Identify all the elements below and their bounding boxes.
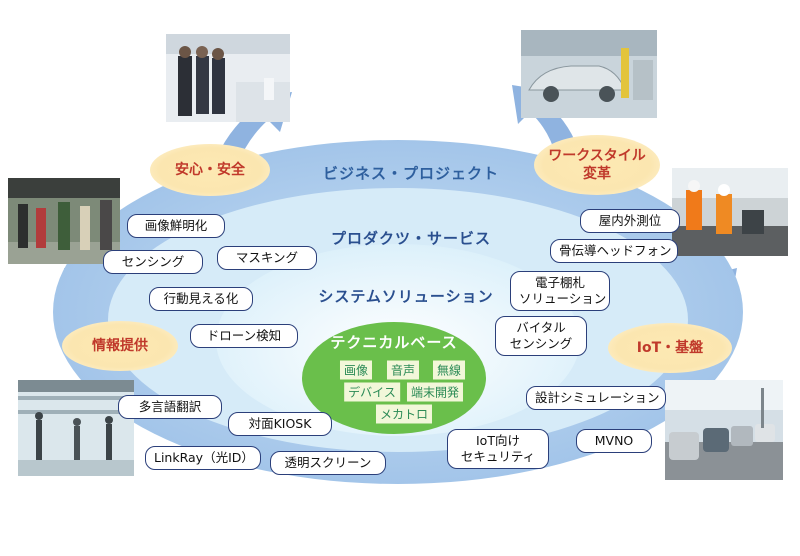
traffic-jam-photo xyxy=(665,380,783,480)
pill-drone-detection: ドローン検知 xyxy=(190,324,298,348)
road-workers-photo xyxy=(672,168,788,256)
core-item: 音声 xyxy=(386,360,420,380)
pill-vital-line1: バイタル xyxy=(516,320,566,335)
ring-products-label: プロダクツ・サービス xyxy=(330,229,492,248)
pill-masking: マスキング xyxy=(217,246,317,270)
pill-multilingual-translation: 多言語翻訳 xyxy=(118,395,222,419)
pill-mvno: MVNO xyxy=(576,429,652,453)
value-info-cloud: 情報提供 xyxy=(62,321,178,371)
pill-behavior-visualization: 行動見える化 xyxy=(149,287,253,311)
pill-transparent-screen: 透明スクリーン xyxy=(270,451,386,475)
value-safety-cloud: 安心・安全 xyxy=(150,144,270,196)
pill-iot-sec-line1: IoT向け xyxy=(476,433,520,448)
pill-esl-line2: ソリューション xyxy=(519,291,607,306)
pill-sensing: センシング xyxy=(103,250,203,274)
core-title: テクニカルベース xyxy=(330,333,458,352)
station-crowd-photo xyxy=(8,178,120,264)
airport-silhouettes-photo xyxy=(18,380,134,476)
ring-business-label: ビジネス・プロジェクト xyxy=(322,164,500,183)
car-factory-photo xyxy=(521,30,657,118)
pill-iot-sec-line2: セキュリティ xyxy=(460,449,536,464)
value-workstyle-label-line1: ワークスタイル xyxy=(548,148,646,164)
business-people-photo xyxy=(166,34,290,122)
pill-iot-security: IoT向け セキュリティ xyxy=(447,429,549,469)
core-item: 無線 xyxy=(432,360,466,380)
pill-vital-line2: センシング xyxy=(509,336,573,351)
core-item: 画像 xyxy=(339,360,373,380)
value-workstyle-label-line2: 変革 xyxy=(583,166,611,182)
core-item: メカトロ xyxy=(375,404,433,424)
pill-linkray: LinkRay（光ID） xyxy=(145,446,261,470)
core-item: 端末開発 xyxy=(406,382,464,402)
pill-design-simulation: 設計シミュレーション xyxy=(526,386,666,410)
value-safety-label: 安心・安全 xyxy=(175,162,245,178)
value-workstyle-cloud: ワークスタイル 変革 xyxy=(534,135,660,195)
value-info-label: 情報提供 xyxy=(92,338,148,354)
pill-vital-sensing: バイタル センシング xyxy=(495,316,587,356)
pill-electronic-shelf-labels: 電子棚札 ソリューション xyxy=(510,271,610,311)
pill-kiosk: 対面KIOSK xyxy=(228,412,332,436)
value-iot-cloud: IoT・基盤 xyxy=(608,323,732,373)
value-iot-label: IoT・基盤 xyxy=(636,340,704,356)
pill-positioning: 屋内外測位 xyxy=(580,209,680,233)
ring-solutions-label: システムソリューション xyxy=(318,287,494,306)
pill-bone-conduction-headphones: 骨伝導ヘッドフォン xyxy=(550,239,678,263)
core-item: デバイス xyxy=(344,382,400,402)
pill-image-enhancement: 画像鮮明化 xyxy=(127,214,225,238)
pill-esl-line1: 電子棚札 xyxy=(534,275,585,290)
